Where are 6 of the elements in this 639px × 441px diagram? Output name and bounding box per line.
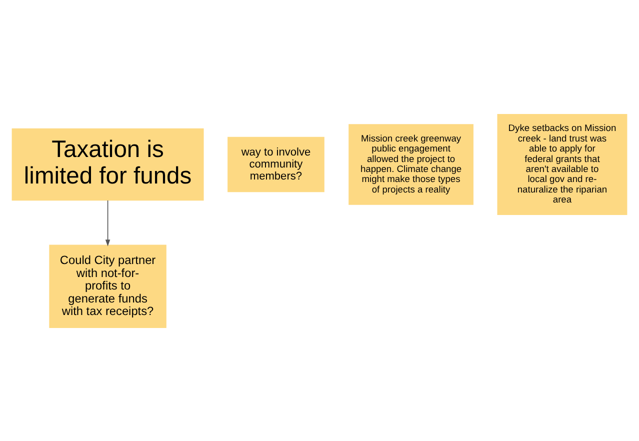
arrow: [105, 200, 110, 246]
node-box: Mission creek greenway public engagement allowed the project to happen. Climate change might make those types of projects a reality: [348, 124, 474, 204]
node-box: Could City partner with not-for-profits to generate funds with tax receipts?: [49, 244, 166, 328]
node-box: Dyke setbacks on Mission creek - land trust was able to apply for federal grants that aren't available to local gov and re-naturalize the riparian area: [497, 113, 628, 215]
node-box: Taxation is limited for funds: [12, 128, 204, 200]
node-box: way to involve community members?: [228, 136, 324, 192]
